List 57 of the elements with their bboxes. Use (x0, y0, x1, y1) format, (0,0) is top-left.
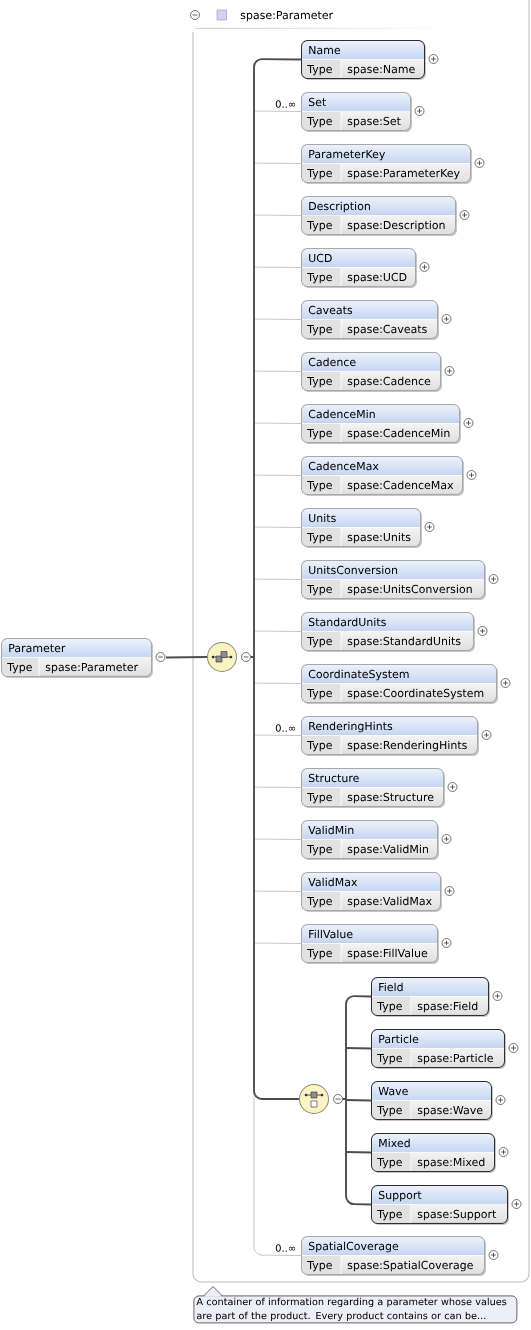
connector-line (253, 630, 302, 632)
connector-line (253, 890, 302, 892)
element-box: Support Type spase:Support (371, 1185, 509, 1225)
connector-line (345, 995, 372, 1005)
element-box: Cadence Type spase:Cadence (301, 352, 442, 392)
element-box: StandardUnits Type spase:StandardUnits (301, 612, 475, 652)
multiplicity-label: 0..∞ (274, 1243, 297, 1253)
multiplicity-label: 0..∞ (274, 723, 297, 733)
element-box: CadenceMin Type spase:CadenceMin (301, 404, 461, 444)
element-box: Particle Type spase:Particle (371, 1029, 506, 1069)
connector-line (253, 578, 302, 580)
connector-line (342, 1003, 347, 1197)
element-box: Parameter Type spase:Parameter (1, 638, 153, 678)
connector-line (253, 474, 302, 476)
connector-line (253, 838, 302, 840)
element-box: ParameterKey Type spase:ParameterKey (301, 144, 472, 184)
tooltip-callout: A container of information regarding a parameter whose values are part of the product. Every product contains or can be... (193, 1286, 518, 1324)
connector-line (253, 110, 302, 112)
connector-line (345, 1047, 372, 1050)
connector-line (165, 656, 208, 659)
element-box: Mixed Type spase:Mixed (371, 1133, 496, 1173)
element-box: Caveats Type spase:Caveats (301, 300, 439, 340)
element-box: RenderingHints Type spase:RenderingHints (301, 716, 479, 756)
element-box: CoordinateSystem Type spase:CoordinateSystem (301, 664, 498, 704)
element-box: UCD Type spase:UCD (301, 248, 417, 288)
element-box: Wave Type spase:Wave (371, 1081, 493, 1121)
element-box: SpatialCoverage Type spase:SpatialCoverage (301, 1236, 486, 1276)
connector-line (345, 1195, 372, 1206)
element-box: Structure Type spase:Structure (301, 768, 445, 808)
connector-line (253, 526, 302, 528)
element-box: Name Type spase:Name (301, 40, 426, 80)
element-box: Field Type spase:Field (371, 977, 490, 1017)
connector-line (253, 370, 302, 372)
element-box: Units Type spase:Units (301, 508, 422, 548)
connector-line (253, 1090, 300, 1100)
connector-line (345, 1099, 372, 1102)
multiplicity-label: 0..∞ (274, 99, 297, 109)
connector-line (253, 318, 302, 320)
element-box: ValidMax Type spase:ValidMax (301, 872, 442, 912)
element-box: Set Type spase:Set (301, 92, 412, 132)
element-box: CadenceMax Type spase:CadenceMax (301, 456, 464, 496)
connector-line (253, 214, 302, 216)
connector-line (253, 58, 302, 68)
element-box: Description Type spase:Description (301, 196, 457, 236)
connector-line (253, 422, 302, 424)
connector-line (253, 162, 302, 164)
element-box: UnitsConversion Type spase:UnitsConversion (301, 560, 486, 600)
element-box: ValidMin Type spase:ValidMin (301, 820, 439, 860)
connector-line (253, 942, 302, 944)
connector-line (345, 1151, 372, 1154)
connector-line (250, 66, 255, 1092)
connector-line (253, 786, 302, 788)
connector-line (253, 1090, 302, 1256)
element-box: FillValue Type spase:FillValue (301, 924, 439, 964)
connector-line (253, 682, 302, 684)
connector-line (253, 734, 302, 736)
connector-line (253, 266, 302, 268)
